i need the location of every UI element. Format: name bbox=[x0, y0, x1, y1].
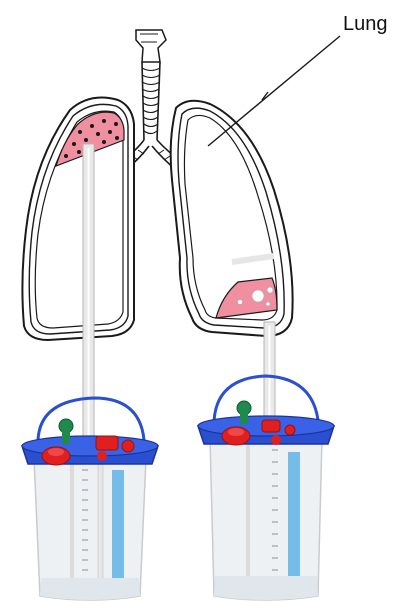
label-pointer-line bbox=[208, 36, 340, 146]
right-lung-icon bbox=[171, 101, 293, 336]
lung-label: Lung bbox=[343, 13, 388, 35]
left-lung-icon bbox=[22, 98, 134, 340]
